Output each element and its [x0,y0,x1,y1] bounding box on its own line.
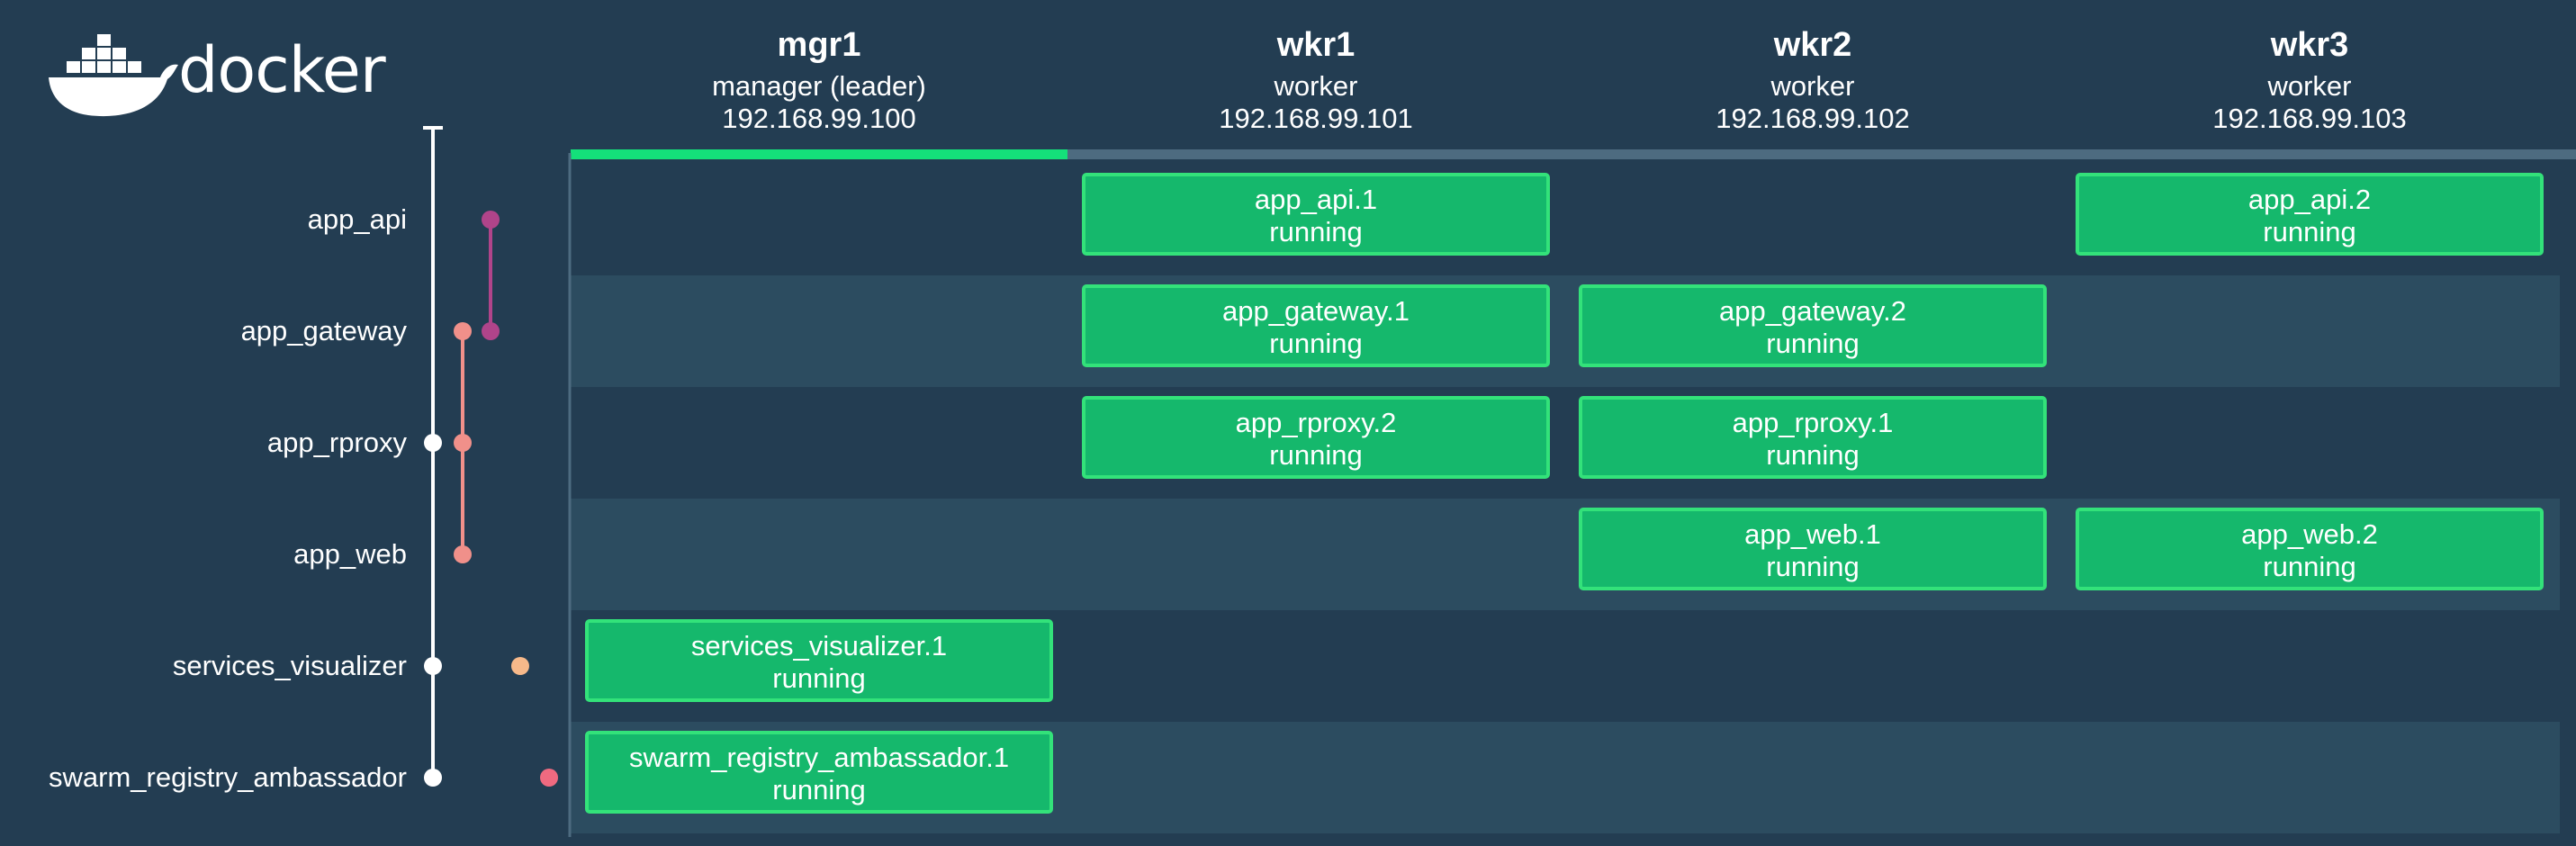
network-dot [540,769,558,787]
task-name: services_visualizer.1 [690,630,948,662]
node-bar-wkr1 [1067,149,1564,159]
task-name: app_api.1 [1254,184,1378,215]
docker-logo: docker [45,25,387,124]
task-name: app_rproxy.2 [1235,407,1397,438]
node-name: wkr2 [1773,26,1852,64]
node-role: worker [1770,70,1855,102]
task-name: swarm_registry_ambassador.1 [628,742,1010,773]
task-state: running [1269,328,1363,359]
node-ip: 192.168.99.102 [1716,103,1910,134]
task-state: running [1766,551,1860,582]
node-name: wkr1 [1276,26,1356,64]
network-dot [424,434,442,452]
docker-whale-icon [49,34,178,117]
service-label[interactable]: app_gateway [240,315,407,346]
task-name: app_web.2 [2241,518,2378,550]
node-bar-wkr3 [2061,149,2576,159]
node-ip: 192.168.99.100 [722,103,916,134]
task-name: app_gateway.1 [1222,295,1410,327]
task-state: running [1766,328,1860,359]
network-dot [482,322,500,340]
node-bar-mgr1 [571,149,1067,159]
node-role: worker [1274,70,1358,102]
service-label[interactable]: app_rproxy [266,427,407,458]
network-dot [511,657,529,675]
service-row-app_gateway [571,275,2560,387]
network-dot [454,322,472,340]
node-ip: 192.168.99.101 [1219,103,1413,134]
node-header-mgr1: mgr1 manager (leader)192.168.99.100 [571,20,1067,135]
task-state: running [772,774,866,806]
service-label[interactable]: app_api [307,203,407,235]
task-name: app_rproxy.1 [1732,407,1894,438]
network-dot [454,545,472,563]
network-dot [482,211,500,229]
task-state: running [1269,216,1363,248]
node-role: worker [2267,70,2352,102]
node-ip: 192.168.99.103 [2212,103,2407,134]
task-name: app_api.2 [2247,184,2372,215]
task-state: running [2263,551,2356,582]
service-label[interactable]: swarm_registry_ambassador [49,761,407,793]
task-state: running [772,662,866,694]
node-bar-wkr2 [1564,149,2061,159]
network-dot [454,434,472,452]
network-dot [424,657,442,675]
node-role: manager (leader) [712,70,926,102]
node-name: mgr1 [777,26,861,64]
task-state: running [1766,439,1860,471]
docker-wordmark: docker [178,33,386,107]
task-state: running [2263,216,2356,248]
network-dot [424,769,442,787]
service-label[interactable]: services_visualizer [172,650,407,681]
service-label[interactable]: app_web [293,538,407,570]
node-name: wkr3 [2270,26,2349,64]
task-name: app_gateway.2 [1719,295,1906,327]
task-name: app_web.1 [1744,518,1881,550]
task-state: running [1269,439,1363,471]
